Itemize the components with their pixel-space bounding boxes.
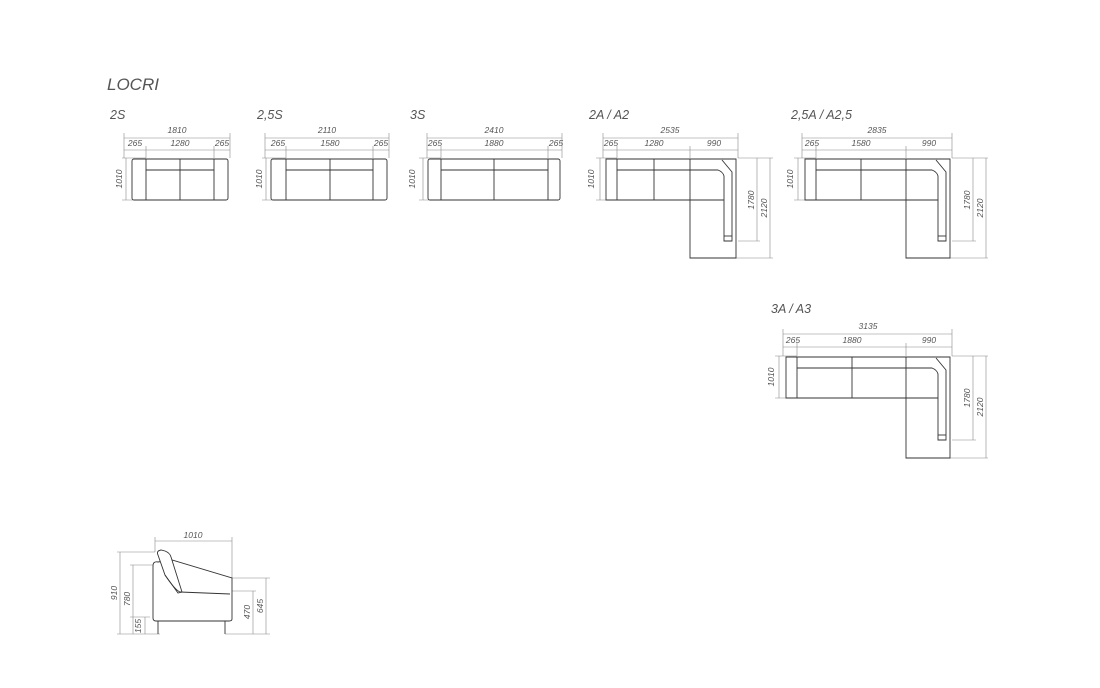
- dim-seat: 1880: [843, 335, 862, 345]
- model-label: 2,5S: [256, 108, 283, 122]
- sofa-outline: [270, 158, 388, 201]
- dim-depth: 1010: [254, 169, 264, 188]
- product-title: LOCRI: [107, 75, 159, 94]
- dim-chaise-depth: 1780: [962, 388, 972, 407]
- dim-depth: 1010: [114, 169, 124, 188]
- dim-side-depth: 1010: [184, 530, 203, 540]
- model-2-5a-a2-5: 2,5A / A2,5 2835 265 1580 990 1010 1780 …: [785, 108, 988, 259]
- dim-back-height: 780: [122, 592, 132, 606]
- dim-depth: 1010: [766, 367, 776, 386]
- dim-total-width: 2835: [867, 125, 887, 135]
- dim-arm-left: 265: [603, 138, 618, 148]
- model-2a-a2: 2A / A2 2535 265 1280 990 1010 1780 2120: [586, 108, 773, 259]
- model-label: 2,5A / A2,5: [790, 108, 852, 122]
- dim-total-depth: 2120: [975, 397, 985, 417]
- sofa-outline: [605, 158, 737, 259]
- side-profile-backrest: [156, 549, 183, 594]
- model-2s: 2S 1810 265 1280 265 1010: [109, 108, 231, 201]
- dim-arm-right: 265: [548, 138, 563, 148]
- dim-total-width: 2110: [317, 125, 337, 135]
- dim-total-depth: 2120: [759, 198, 769, 218]
- dim-chaise-depth: 1780: [962, 190, 972, 209]
- dim-arm-left: 265: [804, 138, 819, 148]
- dim-seat: 1880: [485, 138, 504, 148]
- dim-total-height: 910: [109, 586, 119, 600]
- dim-depth: 1010: [785, 169, 795, 188]
- dim-arm-left: 265: [785, 335, 800, 345]
- sofa-outline: [804, 158, 951, 259]
- model-3a-a3: 3A / A3 3135 265 1880 990 1010 1780 2120: [766, 302, 988, 459]
- model-3s: 3S 2410 265 1880 265 1010: [407, 108, 563, 201]
- dim-total-width: 1810: [168, 125, 187, 135]
- dim-depth: 1010: [407, 169, 417, 188]
- dim-chaise-width: 990: [922, 335, 936, 345]
- dim-arm-left: 265: [127, 138, 142, 148]
- dim-chaise-depth: 1780: [746, 190, 756, 209]
- dim-seat: 1580: [321, 138, 340, 148]
- sofa-outline: [785, 356, 951, 459]
- dim-chaise-width: 990: [707, 138, 721, 148]
- dim-seat: 1280: [645, 138, 664, 148]
- dim-arm-left: 265: [427, 138, 442, 148]
- dim-chaise-width: 990: [922, 138, 936, 148]
- model-label: 3A / A3: [771, 302, 811, 316]
- dim-total-width: 2410: [484, 125, 504, 135]
- dim-total-width: 2535: [660, 125, 680, 135]
- model-label: 2S: [109, 108, 126, 122]
- side-view: 1010 910 780 155 470 645: [109, 530, 270, 635]
- dim-total-depth: 2120: [975, 198, 985, 218]
- model-2-5s: 2,5S 2110 265 1580 265 1010: [254, 108, 390, 201]
- model-label: 2A / A2: [588, 108, 629, 122]
- dim-arm-left: 265: [270, 138, 285, 148]
- dim-arm-right: 265: [373, 138, 388, 148]
- dim-arm-height: 645: [255, 599, 265, 613]
- dim-leg-height: 155: [133, 619, 143, 633]
- dim-total-width: 3135: [859, 321, 878, 331]
- dim-seat: 1580: [852, 138, 871, 148]
- dim-seat-height: 470: [242, 605, 252, 619]
- dim-seat: 1280: [171, 138, 190, 148]
- dim-arm-right: 265: [214, 138, 229, 148]
- dim-depth: 1010: [586, 169, 596, 188]
- model-label: 3S: [410, 108, 426, 122]
